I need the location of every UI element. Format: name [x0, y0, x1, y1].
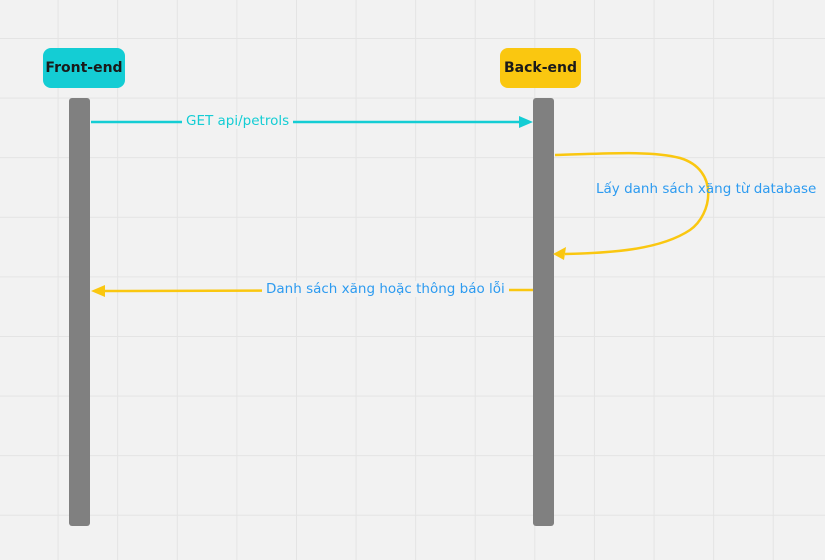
lifeline-front-end[interactable]	[69, 98, 90, 526]
actor-label: Front-end	[45, 60, 123, 76]
actor-front-end[interactable]: Front-end	[43, 48, 125, 88]
actor-label: Back-end	[503, 60, 578, 76]
message-label-request[interactable]: GET api/petrols	[182, 113, 294, 129]
lifeline-back-end[interactable]	[533, 98, 554, 526]
message-label-response[interactable]: Danh sách xăng hoặc thông báo lỗi	[262, 281, 509, 297]
arrowhead-icon	[91, 285, 105, 297]
actor-back-end[interactable]: Back-end	[500, 48, 581, 88]
arrowhead-icon	[519, 116, 533, 128]
arrowhead-icon	[553, 247, 566, 260]
message-label-self-call[interactable]: Lấy danh sách xăng từ database	[596, 181, 817, 197]
self-call-arrow-line[interactable]	[554, 151, 710, 256]
